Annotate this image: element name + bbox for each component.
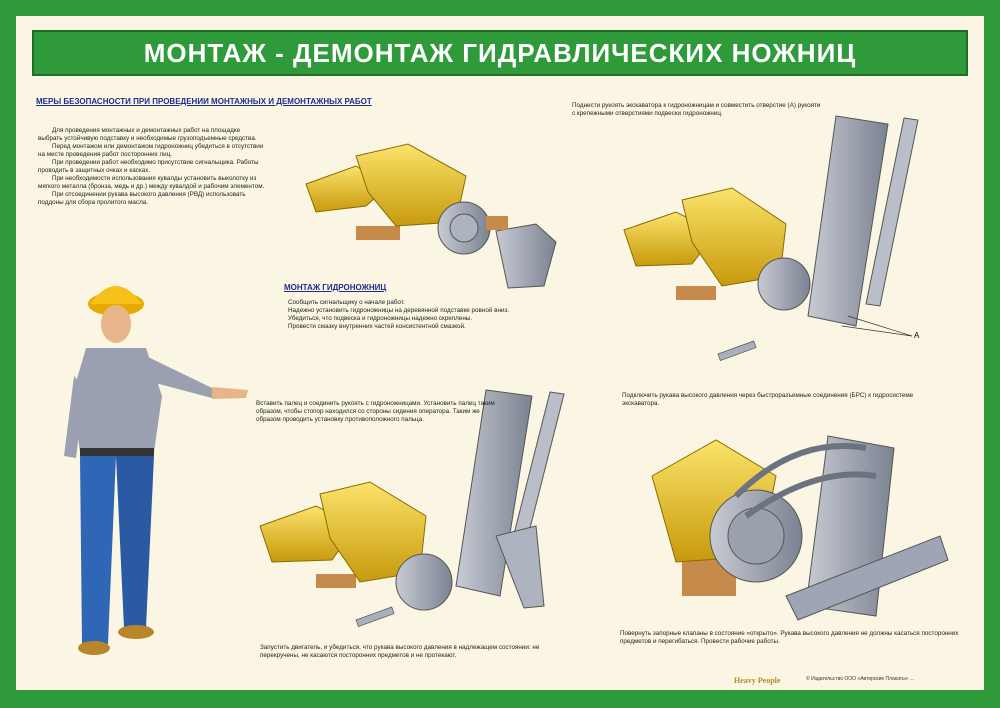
safety-paragraph: При необходимости использования кувалды …	[38, 175, 265, 191]
shears-illustration-2	[623, 115, 919, 362]
mount-heading: МОНТАЖ ГИДРОНОЖНИЦ	[284, 283, 387, 292]
safety-text: Для проведения монтажных и демонтажных р…	[38, 127, 266, 207]
safety-paragraph: При отсоединении рукава высокого давлени…	[38, 191, 246, 207]
worker-figure	[64, 286, 248, 655]
safety-heading: МЕРЫ БЕЗОПАСНОСТИ ПРИ ПРОВЕДЕНИИ МОНТАЖН…	[36, 97, 372, 106]
mount-paragraph: Убедиться, что подвеска и гидроножницы н…	[288, 315, 473, 323]
safety-paragraph: При проведении работ необходимо присутст…	[38, 159, 259, 175]
illustrations: А	[64, 115, 949, 655]
step5-caption: Повернуть запорные клапаны в состояние «…	[620, 630, 959, 646]
step3-caption: Подключить рукава высокого давления чере…	[622, 392, 914, 408]
brand-logo: Heavy People	[734, 676, 781, 685]
mount-paragraph: Сообщить сигнальщику о начале работ.	[288, 299, 405, 306]
label-a: А	[914, 331, 920, 340]
mount-paragraph: Провести смазку внутренних частей консис…	[288, 323, 466, 331]
footer-text: © Издательство ООО «Авторские Плакаты» .…	[806, 676, 915, 682]
step2-caption: Вставить палец и соединить рукоять с гид…	[256, 400, 495, 424]
step1-caption: Поднести рукоять экскаватора к гидроножн…	[572, 102, 821, 118]
shears-closeup-illustration	[651, 435, 949, 621]
poster: МОНТАЖ - ДЕМОНТАЖ ГИДРАВЛИЧЕСКИХ НОЖНИЦ	[16, 16, 984, 690]
mount-text: Сообщить сигнальщику о начале работ. Над…	[288, 299, 518, 331]
title-bar: МОНТАЖ - ДЕМОНТАЖ ГИДРАВЛИЧЕСКИХ НОЖНИЦ	[32, 30, 968, 76]
safety-paragraph: Для проведения монтажных и демонтажных р…	[38, 127, 257, 143]
step4-caption: Запустить двигатель, и убедиться, что ру…	[260, 644, 540, 660]
shears-illustration-3	[259, 389, 565, 628]
shears-illustration-1	[305, 143, 557, 289]
page-title: МОНТАЖ - ДЕМОНТАЖ ГИДРАВЛИЧЕСКИХ НОЖНИЦ	[143, 37, 857, 68]
safety-paragraph: Перед монтажом или демонтажом гидроножни…	[38, 143, 264, 159]
mount-paragraph: Надежно установить гидроножницы на дерев…	[288, 307, 510, 315]
